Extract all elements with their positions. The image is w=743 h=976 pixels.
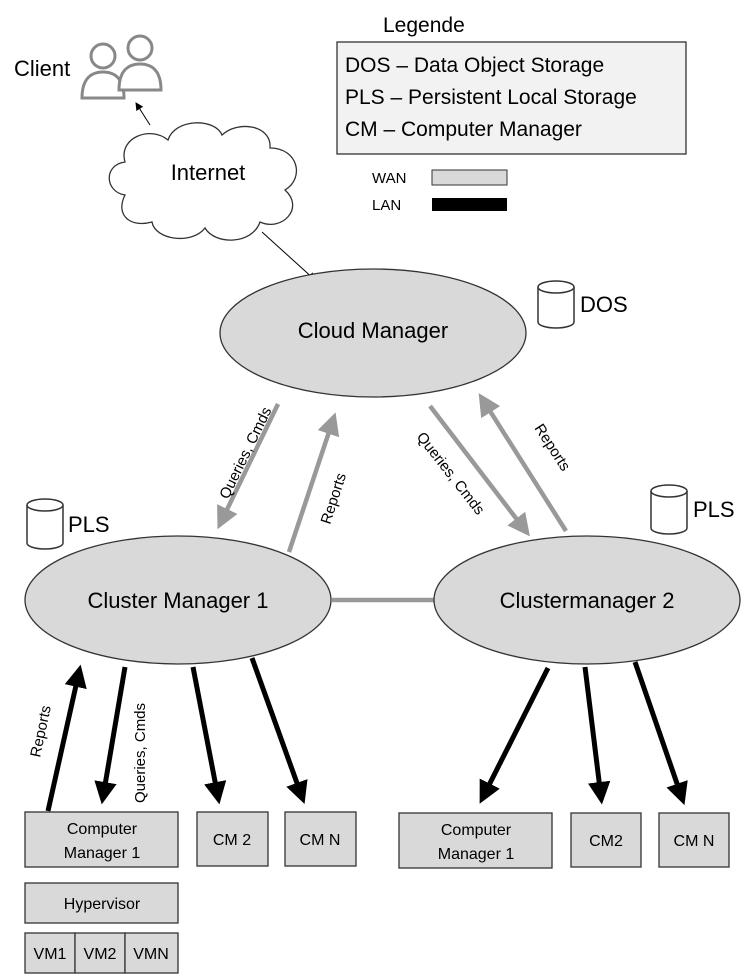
cluster2-cm1-line2: Manager 1	[438, 846, 515, 863]
cluster1-to-cmn-arrow	[249, 657, 308, 805]
legend-line-cm: CM – Computer Manager	[345, 118, 582, 141]
cluster1-to-cloud-reports-arrow	[286, 412, 340, 553]
legend-lan-swatch	[432, 198, 507, 211]
cluster1-cm1-queries-label: Queries, Cmds	[132, 703, 149, 803]
cluster-manager-1-label: Cluster Manager 1	[88, 588, 269, 613]
internet-label: Internet	[171, 160, 246, 185]
cluster2-cm1-line1: Computer	[441, 822, 512, 839]
legend: Legende DOS – Data Object Storage PLS – …	[336, 14, 687, 214]
hypervisor-box[interactable]	[24, 882, 179, 924]
cluster1-cloud-reports-label: Reports	[318, 471, 350, 526]
vmn-box[interactable]	[124, 932, 179, 974]
cluster1-to-cm1-queries-arrow	[94, 666, 128, 805]
cluster2-to-cm1-arrow	[479, 666, 551, 804]
legend-wan-swatch	[431, 169, 508, 186]
cluster2-to-cmn-arrow	[632, 661, 688, 806]
vmn-label: VMN	[133, 946, 169, 963]
internet-cloud: Internet	[108, 122, 298, 241]
dos-database-icon	[537, 280, 575, 329]
cluster2-cmn-label: CM N	[674, 833, 715, 850]
cluster1-cm2-box[interactable]	[196, 811, 269, 867]
cluster1-cm1-line1: Computer	[67, 821, 138, 838]
cluster1-cmn-box[interactable]	[284, 811, 357, 867]
users-icon	[80, 34, 163, 100]
cluster1-to-cm2-arrow	[190, 666, 227, 805]
cm1-cluster1-reports-label: Reports	[27, 704, 55, 759]
cloud-cluster2-queries-label: Queries, Cmds	[413, 429, 488, 518]
cluster-manager-2-label: Clustermanager 2	[500, 588, 675, 613]
dos-label: DOS	[580, 292, 628, 317]
vm1-box[interactable]	[24, 932, 76, 974]
cluster2-to-cloud-reports-arrow	[478, 393, 568, 533]
internet-to-client-arrow	[135, 102, 151, 126]
cluster1-cm1-line2: Manager 1	[64, 845, 141, 862]
legend-line-dos: DOS – Data Object Storage	[345, 54, 604, 77]
legend-wan-label: WAN	[372, 170, 406, 187]
legend-title: Legende	[383, 14, 465, 37]
cluster2-cm2-box[interactable]	[570, 812, 642, 868]
internet-to-cloud-arrow	[261, 231, 316, 281]
cluster1-computer-manager-1-box[interactable]	[24, 811, 179, 868]
pls1-database-icon	[26, 498, 64, 550]
cluster2-cmn-box[interactable]	[658, 812, 730, 868]
legend-box	[336, 41, 687, 155]
cluster1-cmn-label: CM N	[300, 832, 341, 849]
pls2-database-icon	[650, 484, 688, 535]
legend-lan-label: LAN	[372, 197, 401, 214]
vm1-label: VM1	[34, 946, 67, 963]
cloud-to-cluster2-queries-arrow	[428, 404, 530, 537]
legend-line-pls: PLS – Persistent Local Storage	[345, 86, 637, 109]
pls1-label: PLS	[68, 512, 110, 537]
cluster-manager-1-node[interactable]	[24, 535, 332, 665]
hypervisor-label: Hypervisor	[64, 896, 141, 913]
vm2-label: VM2	[84, 946, 117, 963]
cluster2-cm2-label: CM2	[589, 833, 623, 850]
client: Client	[14, 34, 163, 100]
client-label: Client	[14, 56, 70, 81]
cm1-to-cluster1-reports-arrow	[45, 664, 87, 812]
cloud-manager-node[interactable]	[219, 268, 527, 398]
cluster2-cloud-reports-label: Reports	[531, 421, 574, 474]
cluster-manager-2-node[interactable]	[433, 535, 741, 665]
vm2-box[interactable]	[74, 932, 126, 974]
cloud-cluster1-queries-label: Queries, Cmds	[216, 404, 275, 501]
cluster2-computer-manager-1-box[interactable]	[398, 812, 553, 869]
pls2-label: PLS	[693, 497, 735, 522]
cluster2-to-cm2-arrow	[582, 666, 611, 805]
cloud-to-cluster1-queries-arrow	[217, 403, 281, 530]
cloud-manager-label: Cloud Manager	[298, 318, 448, 343]
cluster1-cm2-label: CM 2	[213, 832, 251, 849]
